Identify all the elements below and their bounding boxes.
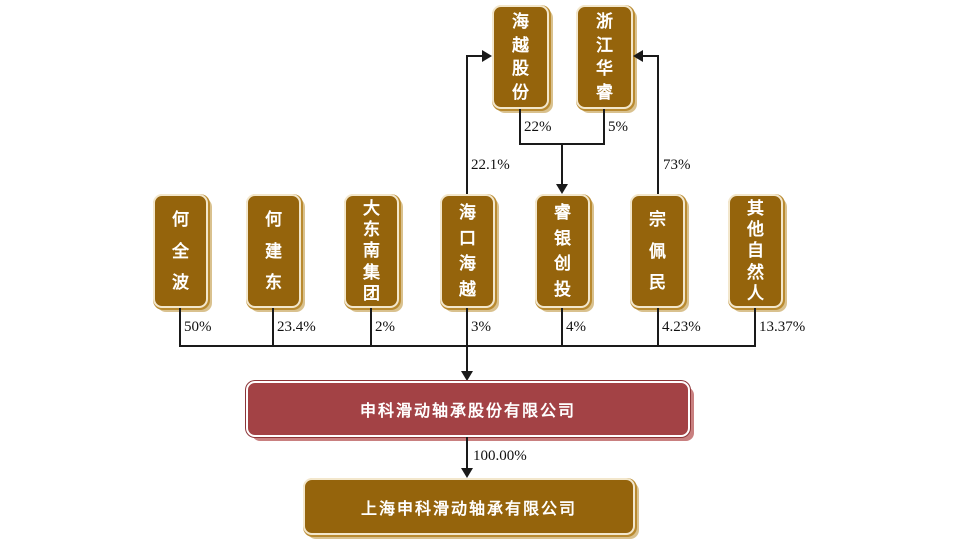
edge-zong-top-line — [643, 55, 659, 57]
box-zong-peimin: 宗佩民 — [630, 194, 685, 308]
stake-dadongnan: 2% — [375, 319, 395, 335]
box-ruiyin-chuangtou: 睿银创投 — [535, 194, 590, 308]
arrowhead-into-zhejiang — [633, 50, 643, 62]
box-zhejiang-huarui-label: 浙江华睿 — [596, 12, 613, 102]
box-he-quanbo: 何全波 — [153, 194, 208, 308]
arrowhead-into-parent — [461, 371, 473, 381]
arrowhead-into-subsidiary — [461, 468, 473, 478]
edge-dadongnan-line — [370, 308, 372, 346]
edge-zong-up-line — [657, 55, 659, 194]
stake-zong-in-zhejiang: 73% — [663, 157, 691, 173]
box-haikou-haiyue: 海口海越 — [440, 194, 495, 308]
box-zong-peimin-label: 宗佩民 — [649, 209, 666, 293]
box-he-jiandong-label: 何建东 — [265, 209, 282, 293]
box-dadongnan-jituan-label: 大东南集团 — [363, 199, 380, 303]
box-subsidiary-company: 上海申科滑动轴承有限公司 — [303, 478, 635, 535]
edge-haiyue-down-line — [519, 109, 521, 144]
stake-zhejiang-in-ruiyin: 5% — [608, 119, 628, 135]
subsidiary-company-label: 上海申科滑动轴承有限公司 — [360, 500, 577, 518]
stake-haikou-in-haiyue: 22.1% — [471, 157, 510, 173]
parent-company-label: 申科滑动轴承股份有限公司 — [359, 403, 576, 420]
stake-he-jiandong: 23.4% — [277, 319, 316, 335]
edge-bus-to-parent-line — [466, 345, 468, 373]
edge-haikou-top-line — [466, 55, 482, 57]
arrowhead-into-haiyue — [482, 50, 492, 62]
box-dadongnan-jituan: 大东南集团 — [344, 194, 399, 308]
edge-ruiyin-line — [561, 308, 563, 346]
edge-zhejiang-down-line — [603, 109, 605, 144]
edge-parent-to-sub-line — [466, 437, 468, 470]
stake-haiyue-in-ruiyin: 22% — [524, 119, 552, 135]
box-he-quanbo-label: 何全波 — [172, 209, 189, 293]
stake-qita: 13.37% — [759, 319, 806, 335]
stake-ruiyin: 4% — [566, 319, 586, 335]
stake-parent-in-subsidiary: 100.00% — [473, 448, 527, 464]
box-zhejiang-huarui: 浙江华睿 — [576, 5, 633, 109]
stake-he-quanbo: 50% — [184, 319, 212, 335]
edge-he-quanbo-line — [179, 308, 181, 346]
stake-haikou: 3% — [471, 319, 491, 335]
stake-zong: 4.23% — [662, 319, 701, 335]
box-haikou-haiyue-label: 海口海越 — [459, 203, 476, 299]
box-haiyue-gufen: 海越股份 — [492, 5, 549, 109]
box-qita-ziranren: 其他自然人 — [728, 194, 783, 308]
edge-haikou-up-line — [466, 55, 468, 194]
box-parent-company: 申科滑动轴承股份有限公司 — [246, 381, 690, 437]
edge-qita-line — [754, 308, 756, 346]
edge-haikou-line — [466, 308, 468, 346]
edge-merge-down-line — [561, 143, 563, 185]
edge-zong-line — [657, 308, 659, 346]
box-ruiyin-chuangtou-label: 睿银创投 — [554, 203, 571, 299]
arrowhead-into-ruiyin — [556, 184, 568, 194]
box-he-jiandong: 何建东 — [246, 194, 301, 308]
box-haiyue-gufen-label: 海越股份 — [512, 12, 529, 102]
edge-he-jiandong-line — [272, 308, 274, 346]
box-qita-ziranren-label: 其他自然人 — [747, 199, 764, 303]
